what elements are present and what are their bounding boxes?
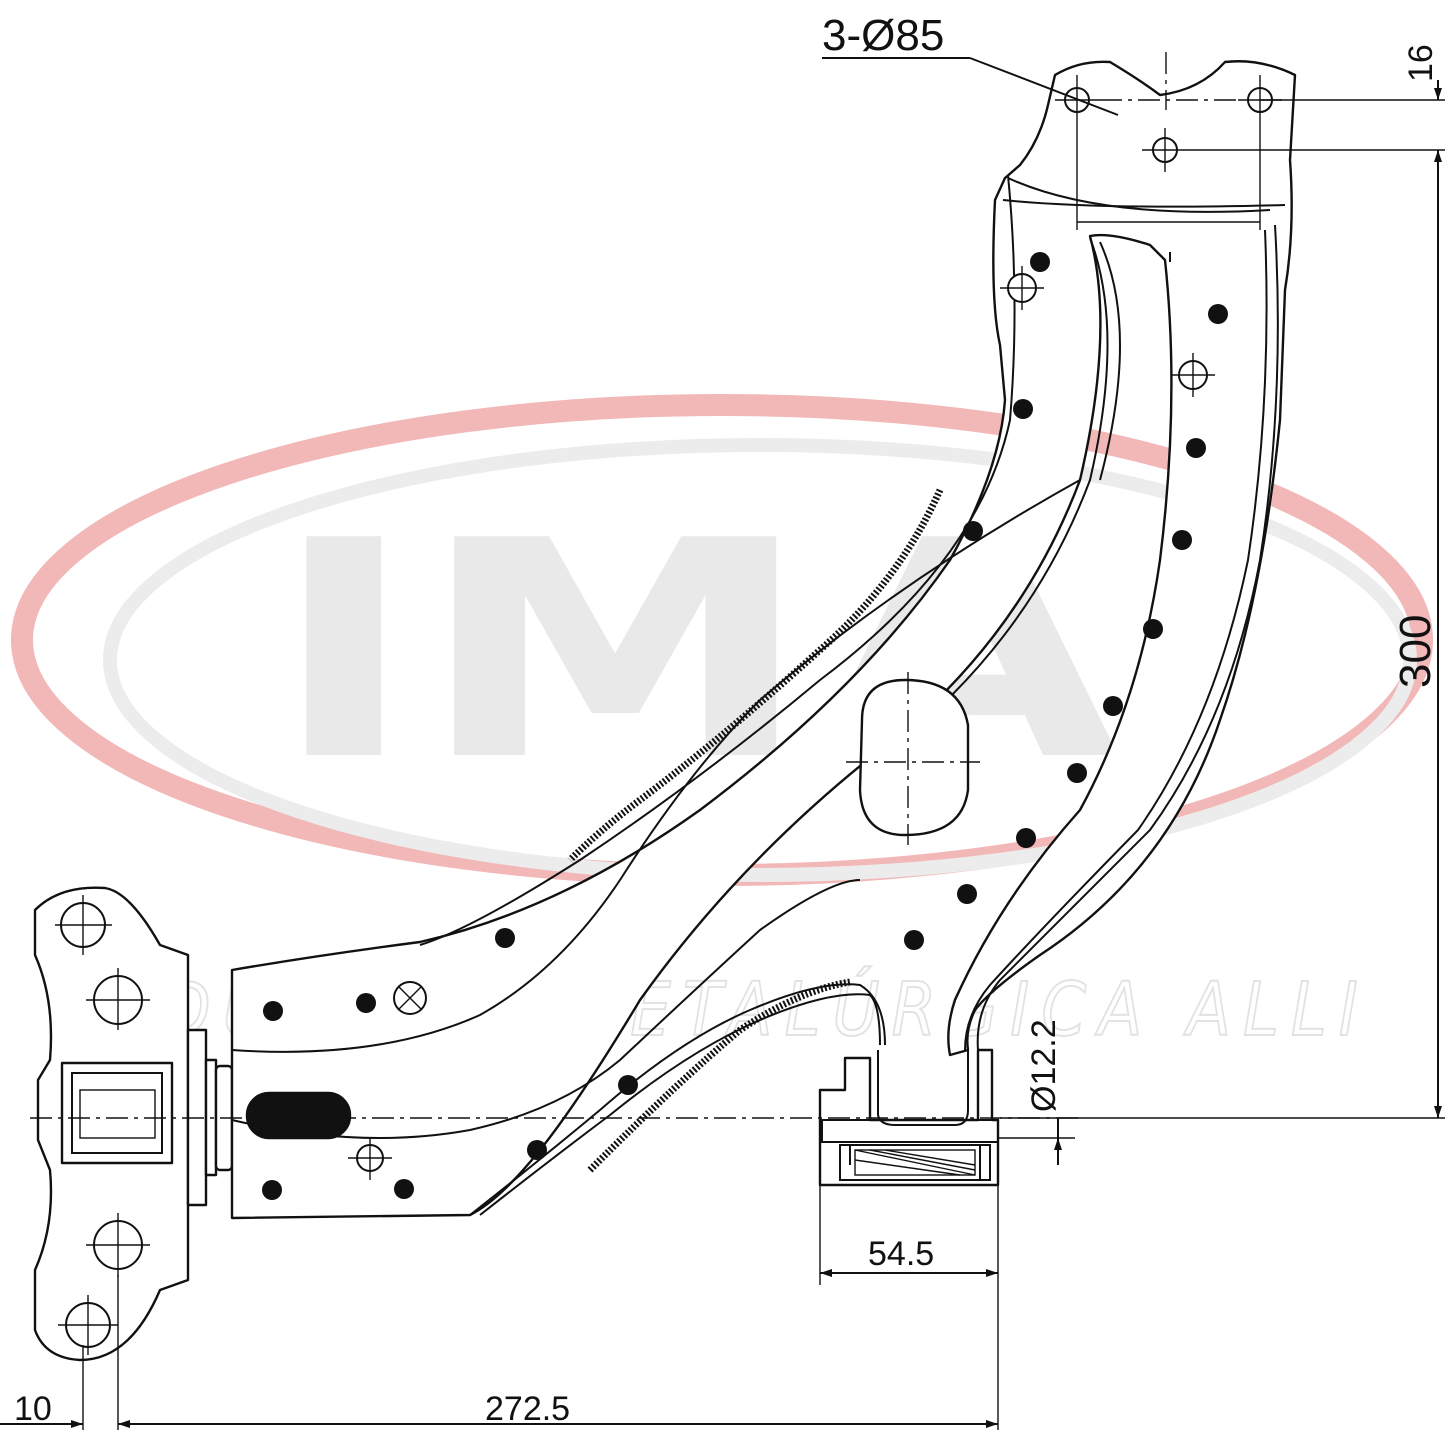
dim-top-offset: 16 [1402, 44, 1440, 82]
right-bushing-assembly [30, 1048, 1080, 1187]
arm-body [230, 60, 1297, 1220]
dim-height: 300 [1391, 615, 1440, 688]
rivet-dots [262, 252, 1228, 1200]
dim-hole-spec: 3-Ø85 [822, 11, 944, 60]
left-bushing-assembly [33, 886, 234, 1362]
dim-left-offset: 10 [14, 1390, 52, 1428]
dim-bushing-diameter: Ø12.2 [1025, 1019, 1063, 1112]
dimension-lines: 3-Ø85 16 300 Ø12.2 54.5 1 [0, 11, 1445, 1430]
reference-marks [348, 266, 1215, 1180]
watermark-ring-inner [103, 438, 1417, 882]
dim-bushing-width: 54.5 [868, 1235, 934, 1273]
dim-length: 272.5 [485, 1390, 570, 1428]
